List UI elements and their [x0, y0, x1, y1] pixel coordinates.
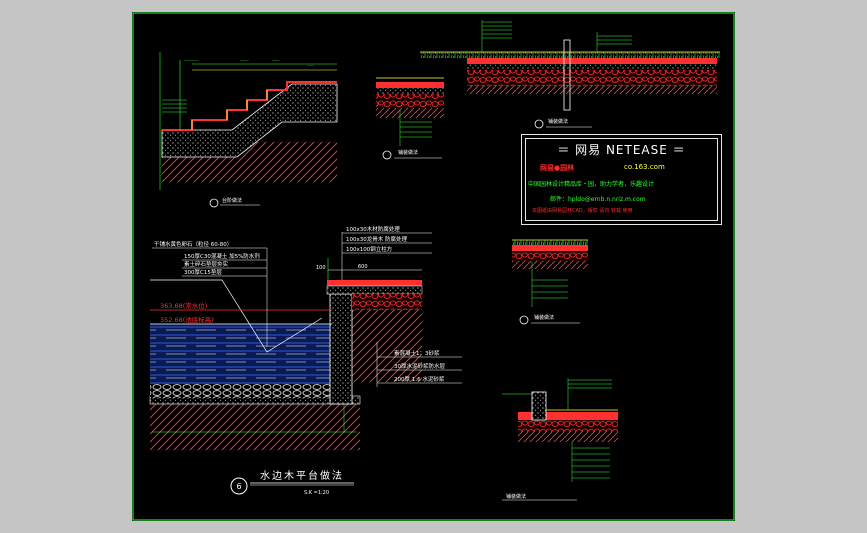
stamp-copyright: 本图纸由网易园林CAD，版权 请勿 转载 使用	[532, 208, 633, 214]
stamp-slogan: 中国园林设计精品库・园，助力学者，乐趣设计	[528, 181, 655, 188]
section-d-detail: 铺装做法	[502, 378, 618, 501]
dim-100: 100	[316, 265, 326, 271]
cad-drawing: ---------- ------ ----- ----- 台阶做法 铺装做法	[132, 12, 735, 521]
netease-stamp: ＝ 网易 NETEASE ＝ 网易●园林 co.163.com 中国园林设计精品…	[521, 134, 722, 225]
section-c-detail: 铺装做法	[512, 239, 588, 325]
section-c-caption: 铺装做法	[534, 314, 554, 321]
note-top-1: 100x30木材防腐处理	[346, 225, 400, 233]
waterside-deck-detail: 6 水边木平台做法 S.K =1:20 363.68(常水位) 352.68(池…	[149, 225, 462, 496]
svg-text:------: ------	[240, 58, 249, 63]
note-top-3: 100x100钢立柱方	[346, 245, 393, 253]
note-right-2: 30厚水泥砂浆防水层	[394, 362, 445, 370]
stamp-domain: co.163.com	[624, 163, 665, 171]
svg-text:-----: -----	[272, 58, 280, 63]
section-b-detail: 铺装做法	[420, 20, 720, 129]
elevation-low: 352.68(池底标高)	[160, 315, 214, 324]
svg-text:----------: ----------	[184, 58, 199, 63]
stairs-caption: 台阶做法	[222, 197, 242, 204]
elevation-high: 363.68(常水位)	[160, 301, 207, 310]
detail-title: 水边木平台做法	[260, 469, 344, 482]
detail-scale: S.K =1:20	[304, 490, 329, 496]
dim-600: 600	[358, 264, 368, 270]
section-a-detail: 铺装做法	[376, 77, 444, 160]
stamp-brand: 网易●园林	[540, 164, 575, 172]
note-top-2: 100x30龙骨木 防腐处理	[346, 235, 407, 243]
note-left-1: 干铺水黄色卵石（粒径 60-80）	[154, 240, 232, 248]
stamp-title: ＝ 网易 NETEASE ＝	[557, 143, 686, 157]
note-left-2: 150厚C30混凝土 加5%防水剂	[184, 252, 260, 260]
note-right-3: 200厚 1:6 水泥砂浆	[394, 375, 445, 383]
svg-text:-----: -----	[307, 63, 315, 68]
drawing-sheet: ---------- ------ ----- ----- 台阶做法 铺装做法	[132, 12, 735, 521]
section-b-caption: 铺装做法	[548, 118, 568, 125]
note-left-4: 300厚C15垫层	[184, 268, 222, 276]
detail-number: 6	[236, 482, 241, 491]
section-a-caption: 铺装做法	[398, 149, 418, 156]
stairs-detail: ---------- ------ ----- ----- 台阶做法	[159, 52, 338, 208]
stamp-inner-border	[525, 138, 718, 221]
note-left-3: 素土碎石垫层夯实	[184, 260, 229, 268]
note-right-1: 素混凝土1：3砂浆	[394, 349, 440, 357]
section-d-caption: 铺装做法	[506, 493, 526, 500]
stamp-email: 邮件：hpldo@ernb.n.nriz.m.com	[550, 196, 646, 203]
